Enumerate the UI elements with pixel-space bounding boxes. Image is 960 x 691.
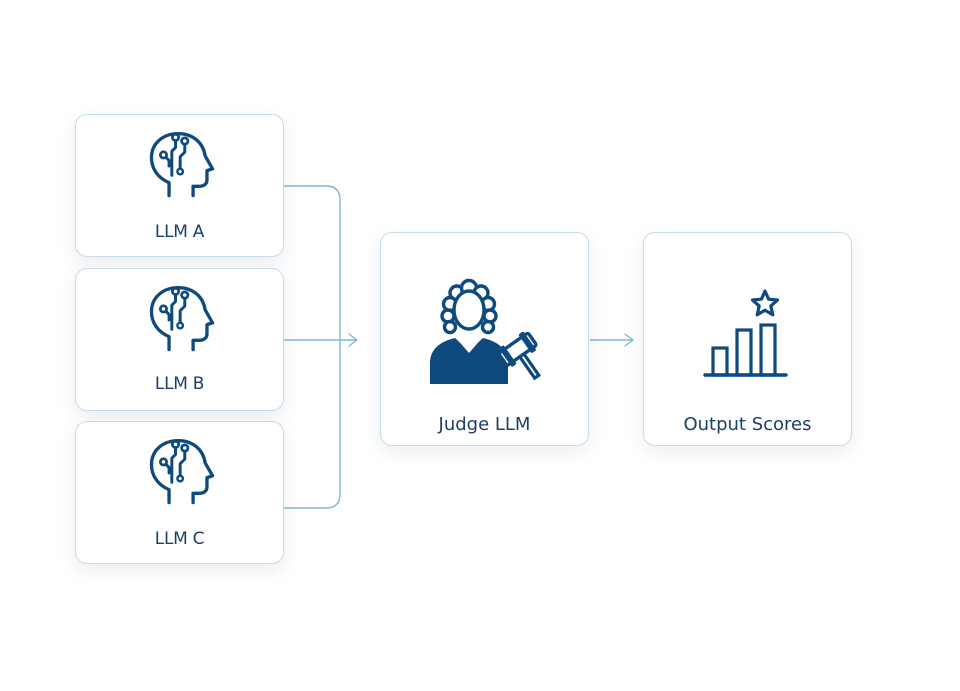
arrowhead-to-output xyxy=(624,333,634,347)
ai-head-icon xyxy=(145,436,219,510)
output-card: Output Scores xyxy=(643,232,852,446)
input-label-llm-a: LLM A xyxy=(154,222,205,242)
input-bracket-line xyxy=(284,185,341,509)
judge-gavel-icon xyxy=(430,278,542,384)
input-label-llm-b: LLM B xyxy=(154,374,205,394)
input-label-llm-c: LLM C xyxy=(154,529,205,549)
ai-head-icon xyxy=(145,283,219,357)
judge-label: Judge LLM xyxy=(438,414,531,435)
output-label: Output Scores xyxy=(683,414,812,435)
input-card-llm-a: LLM A xyxy=(75,114,284,257)
arrowhead-to-judge xyxy=(348,333,358,347)
judge-card: Judge LLM xyxy=(380,232,589,446)
ai-head-icon xyxy=(145,129,219,203)
input-card-llm-c: LLM C xyxy=(75,421,284,564)
bar-chart-star-icon xyxy=(703,289,788,377)
input-card-llm-b: LLM B xyxy=(75,268,284,411)
